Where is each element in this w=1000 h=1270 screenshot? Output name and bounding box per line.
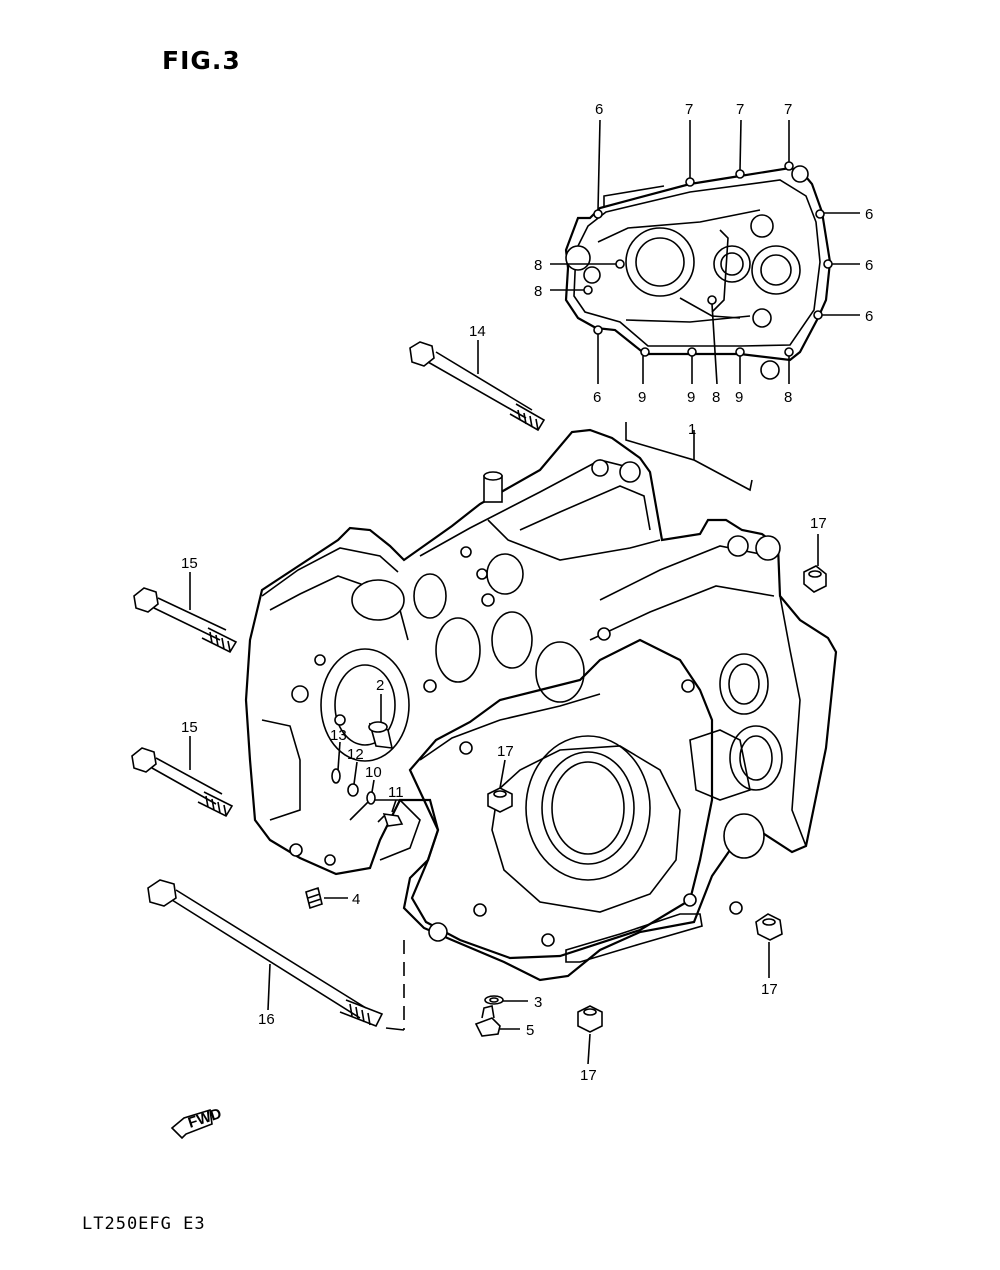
callout-9: 9 <box>687 389 695 406</box>
nut-17-lower <box>577 1005 603 1033</box>
fwd-label: FWD <box>186 1105 224 1132</box>
callout-6: 6 <box>865 257 873 274</box>
crankcase-assembly <box>244 428 838 982</box>
bolt-15-upper <box>133 587 238 654</box>
nut-17-middle <box>487 787 513 813</box>
gasket-leader-lines <box>550 119 860 385</box>
small-fittings <box>331 768 404 827</box>
callout-5: 5 <box>526 1022 534 1039</box>
callout-16: 16 <box>258 1011 275 1028</box>
leader-lines <box>189 340 819 1065</box>
callout-2: 2 <box>376 677 384 694</box>
figure-title: FIG.3 <box>162 46 241 75</box>
callout-11: 11 <box>388 784 404 801</box>
callout-6: 6 <box>593 389 601 406</box>
callout-15: 15 <box>181 555 198 572</box>
callout-12: 12 <box>347 746 364 763</box>
forward-direction-marker: FWD <box>170 1105 224 1140</box>
callout-17: 17 <box>497 743 514 760</box>
dowel-pin-2 <box>368 721 394 749</box>
callout-7: 7 <box>784 101 792 118</box>
callout-7: 7 <box>736 101 744 118</box>
callout-3: 3 <box>534 994 542 1011</box>
callout-17: 17 <box>810 515 827 532</box>
callout-17: 17 <box>580 1067 597 1084</box>
callout-6: 6 <box>595 101 603 118</box>
stud-bolt-16 <box>147 879 384 1028</box>
crankcase-gasket <box>564 161 833 380</box>
callout-13: 13 <box>330 727 347 744</box>
callout-4: 4 <box>352 891 360 908</box>
callout-labels: 6 7 7 7 6 6 6 8 8 6 9 9 8 9 8 14 1 17 15… <box>181 101 873 1084</box>
callout-1: 1 <box>688 421 696 438</box>
model-code: LT250EFG E3 <box>82 1214 206 1234</box>
callout-10: 10 <box>365 764 382 781</box>
washer-3 <box>484 995 504 1005</box>
callout-8: 8 <box>534 283 542 300</box>
callout-6: 6 <box>865 308 873 325</box>
bolt-15-lower <box>131 747 234 818</box>
callout-9: 9 <box>638 389 646 406</box>
callout-7: 7 <box>685 101 693 118</box>
callout-6: 6 <box>865 206 873 223</box>
nut-17-right <box>755 913 783 941</box>
callout-17: 17 <box>761 981 778 998</box>
callout-14: 14 <box>469 323 486 340</box>
nut-17-upper <box>803 565 827 593</box>
bolt-14 <box>409 341 546 432</box>
callout-8: 8 <box>712 389 720 406</box>
drain-bolt-5 <box>474 1005 501 1037</box>
callout-9: 9 <box>735 389 743 406</box>
callout-8: 8 <box>534 257 542 274</box>
callout-15: 15 <box>181 719 198 736</box>
callout-8: 8 <box>784 389 792 406</box>
plug-4 <box>305 886 323 910</box>
